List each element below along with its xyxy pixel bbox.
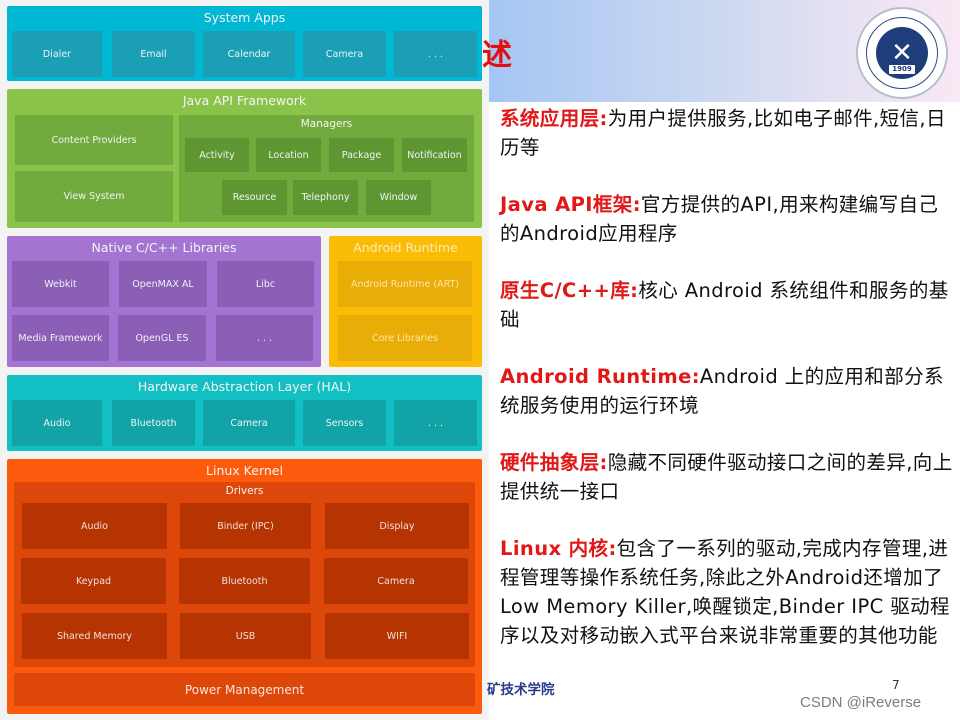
definition: 包含了一系列的驱动,完成内存管理,进程管理等操作系统任务,除此之外Android… [500, 537, 950, 647]
driver-binder-ipc: Binder (IPC) [180, 503, 311, 549]
drivers-title: Drivers [225, 485, 264, 497]
lib-more: . . . [216, 315, 313, 361]
hal-bluetooth: Bluetooth [112, 400, 195, 446]
layer-linux-kernel: Linux Kernel Drivers Audio Binder (IPC) … [7, 459, 482, 714]
lib-libc: Libc [217, 261, 314, 307]
driver-bluetooth: Bluetooth [179, 558, 310, 604]
hal-camera: Camera [203, 400, 295, 446]
layer-title: System Apps [203, 10, 286, 25]
description-system-apps: 系统应用层:为用户提供服务,比如电子邮件,短信,日历等 [500, 104, 955, 162]
manager-window: Window [366, 180, 431, 215]
manager-activity: Activity [185, 138, 249, 172]
content-providers: Content Providers [15, 115, 173, 165]
term: Android Runtime: [500, 365, 700, 388]
definition: 核心 Android 系统组件和服务的基础 [500, 279, 949, 331]
description-linux-kernel: Linux 内核:包含了一系列的驱动,完成内存管理,进程管理等操作系统任务,除此… [500, 534, 955, 650]
app-calendar: Calendar [203, 31, 295, 77]
app-more: . . . [394, 31, 477, 77]
definition: Android 上的应用和部分系统服务使用的运行环境 [500, 365, 944, 417]
description-android-runtime: Android Runtime:Android 上的应用和部分系统服务使用的运行… [500, 362, 955, 420]
manager-telephony: Telephony [293, 180, 358, 215]
term: 硬件抽象层: [500, 451, 608, 474]
definition: 官方提供的API,用来构建编写自己的Android应用程序 [500, 193, 939, 245]
drivers-panel: Drivers Audio Binder (IPC) Display Keypa… [14, 482, 475, 667]
layer-title: Linux Kernel [206, 463, 283, 478]
seal-year: 1909 [889, 65, 915, 74]
layer-title: Native C/C++ Libraries [91, 240, 237, 255]
manager-resource: Resource [222, 180, 287, 215]
csdn-watermark: CSDN @iReverse [800, 694, 922, 711]
term: 系统应用层: [500, 107, 608, 130]
layer-system-apps: System Apps Dialer Email Calendar Camera… [7, 6, 482, 81]
description-hal: 硬件抽象层:隐藏不同硬件驱动接口之间的差异,向上提供统一接口 [500, 448, 955, 506]
page-number: 7 [892, 678, 900, 692]
layer-title: Java API Framework [182, 93, 307, 108]
layer-native-libraries: Native C/C++ Libraries Webkit OpenMAX AL… [7, 236, 321, 367]
android-architecture-diagram: System Apps Dialer Email Calendar Camera… [0, 0, 489, 720]
definition: 为用户提供服务,比如电子邮件,短信,日历等 [500, 107, 946, 159]
driver-camera: Camera [324, 558, 468, 604]
layer-title: Hardware Abstraction Layer (HAL) [137, 379, 352, 394]
hal-audio: Audio [12, 400, 102, 446]
managers-title: Managers [300, 118, 353, 130]
driver-shared-memory: Shared Memory [22, 613, 167, 659]
view-system: View System [15, 171, 173, 222]
app-dialer: Dialer [12, 31, 102, 77]
power-management: Power Management [14, 673, 475, 706]
driver-wifi: WIFI [325, 613, 469, 659]
manager-notification: Notification [402, 138, 467, 172]
slide-title-fragment: 述 [482, 38, 512, 73]
lib-openmax-al: OpenMAX AL [119, 261, 207, 307]
manager-location: Location [256, 138, 321, 172]
driver-usb: USB [180, 613, 311, 659]
lib-media-framework: Media Framework [12, 315, 109, 361]
term: Java API框架: [500, 193, 641, 216]
definition: 隐藏不同硬件驱动接口之间的差异,向上提供统一接口 [500, 451, 953, 503]
runtime-art: Android Runtime (ART) [338, 261, 472, 307]
hal-more: . . . [394, 400, 477, 446]
description-native-libs: 原生C/C++库:核心 Android 系统组件和服务的基础 [500, 276, 955, 334]
managers-panel: Managers Activity Location Package Notif… [179, 115, 474, 222]
term: 原生C/C++库: [500, 279, 639, 302]
term: Linux 内核: [500, 537, 617, 560]
layer-android-runtime: Android Runtime Android Runtime (ART) Co… [329, 236, 482, 367]
layer-title: Android Runtime [353, 240, 458, 255]
runtime-core-libraries: Core Libraries [338, 315, 472, 361]
app-camera: Camera [303, 31, 386, 77]
hal-sensors: Sensors [303, 400, 386, 446]
seal-ring [866, 17, 938, 89]
manager-package: Package [329, 138, 394, 172]
driver-display: Display [325, 503, 469, 549]
driver-audio: Audio [22, 503, 167, 549]
app-email: Email [112, 31, 195, 77]
layer-hal: Hardware Abstraction Layer (HAL) Audio B… [7, 375, 482, 451]
layer-java-api-framework: Java API Framework Content Providers Vie… [7, 89, 482, 228]
university-seal-icon: ✕ 1909 [856, 7, 948, 99]
lib-opengl-es: OpenGL ES [118, 315, 206, 361]
lib-webkit: Webkit [12, 261, 109, 307]
driver-keypad: Keypad [21, 558, 166, 604]
footer-school-name: 矿技术学院 [487, 682, 555, 698]
description-java-api: Java API框架:官方提供的API,用来构建编写自己的Android应用程序 [500, 190, 955, 248]
